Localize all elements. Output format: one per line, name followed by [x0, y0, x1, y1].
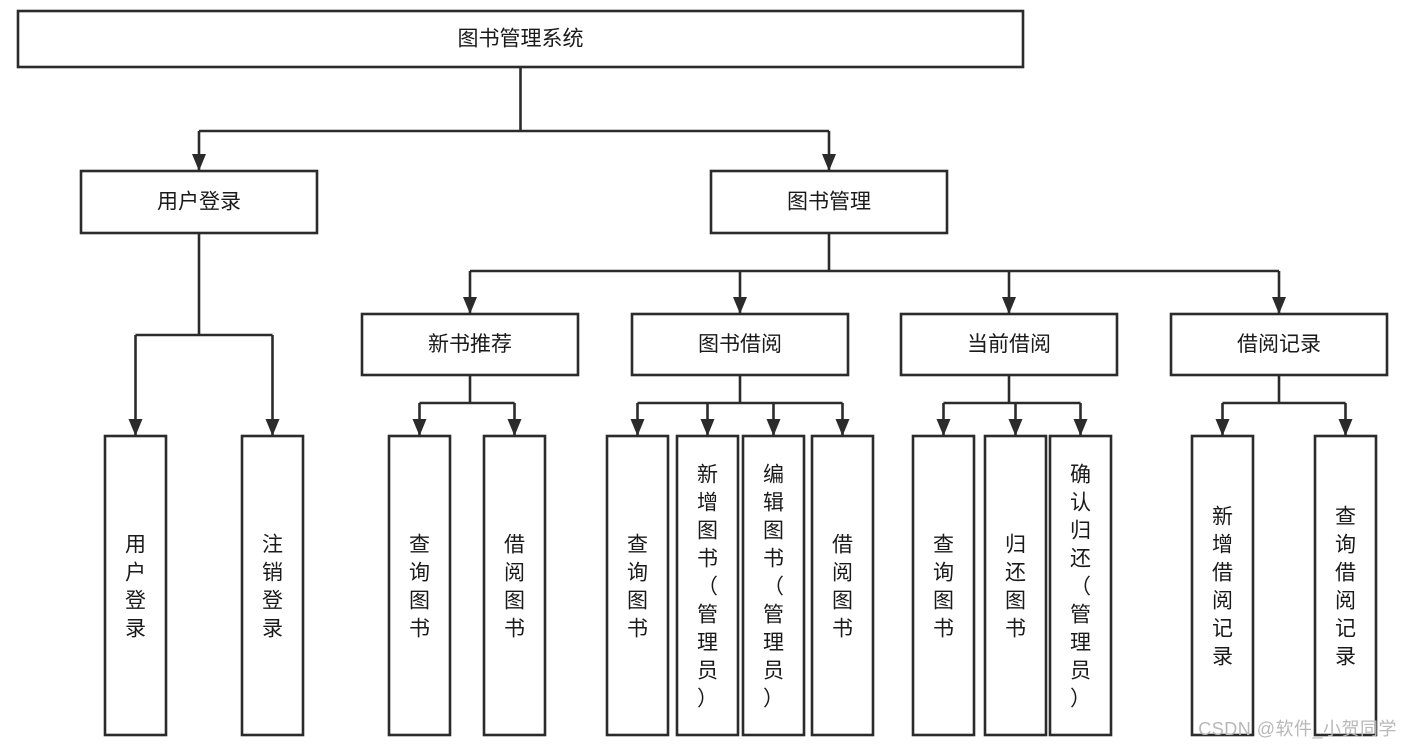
node-label-current-borrow: 当前借阅	[967, 333, 1051, 356]
arrow-head	[733, 297, 747, 314]
arrow-head	[835, 419, 850, 436]
node-label-book-manage: 图书管理	[787, 191, 871, 214]
node-box-leaf-logout	[240, 434, 305, 737]
edge-group-borrow-record	[1215, 375, 1353, 436]
arrow-head	[1338, 419, 1353, 436]
edge-layer	[128, 67, 1353, 436]
node-book-manage: 图书管理	[709, 169, 949, 235]
node-box-book-borrow	[630, 312, 850, 377]
node-leaf-return-book: 归还图书	[983, 434, 1048, 737]
node-box-current-borrow	[899, 312, 1119, 377]
node-leaf-query-book-2: 查询图书	[605, 434, 670, 737]
node-label-root: 图书管理系统	[458, 28, 584, 51]
node-label-borrow-record: 借阅记录	[1237, 333, 1321, 356]
arrow-head	[1002, 297, 1016, 314]
node-user-login: 用户登录	[79, 169, 319, 235]
node-leaf-borrow-book-2: 借阅图书	[810, 434, 875, 737]
node-box-book-manage	[709, 169, 949, 235]
arrow-head	[936, 419, 951, 436]
node-leaf-logout: 注销登录	[240, 434, 305, 737]
edge-group-user-login	[128, 233, 280, 436]
edge-group-book-borrow	[630, 375, 850, 436]
node-box-leaf-query-borrow-record	[1313, 434, 1378, 737]
node-layer: 图书管理系统用户登录图书管理新书推荐图书借阅当前借阅借阅记录用户登录注销登录查询…	[16, 9, 1389, 737]
node-label-leaf-borrow-book-1: 借阅图书	[504, 533, 525, 640]
node-label-leaf-logout: 注销登录	[262, 533, 283, 640]
node-label-leaf-confirm-return-admin: 确认归还（管理员）	[1070, 463, 1091, 710]
arrow-head	[1073, 419, 1088, 436]
node-borrow-record: 借阅记录	[1169, 312, 1389, 377]
node-box-root	[16, 9, 1025, 69]
node-leaf-confirm-return-admin: 确认归还（管理员）	[1048, 434, 1113, 737]
node-box-leaf-user-login	[103, 434, 168, 737]
node-label-leaf-add-book-admin: 新增图书（管理员）	[697, 463, 718, 710]
node-leaf-add-borrow-record: 新增借阅记录	[1190, 434, 1255, 737]
arrow-head	[192, 154, 206, 171]
node-label-user-login: 用户登录	[157, 191, 241, 214]
node-box-leaf-add-borrow-record	[1190, 434, 1255, 737]
node-label-leaf-query-book-1: 查询图书	[409, 533, 430, 640]
node-label-book-borrow: 图书借阅	[698, 333, 782, 356]
arrow-head	[412, 419, 427, 436]
arrow-head	[463, 297, 477, 314]
arrow-head	[507, 419, 522, 436]
node-root: 图书管理系统	[16, 9, 1025, 69]
node-box-leaf-query-book-2	[605, 434, 670, 737]
arrow-head	[128, 419, 143, 436]
edge-group-current-borrow	[936, 375, 1088, 436]
arrow-head	[1272, 297, 1286, 314]
node-leaf-borrow-book-1: 借阅图书	[482, 434, 547, 737]
node-box-new-book-recommend	[360, 312, 580, 377]
node-leaf-user-login: 用户登录	[103, 434, 168, 737]
node-box-leaf-confirm-return-admin	[1048, 434, 1113, 737]
node-current-borrow: 当前借阅	[899, 312, 1119, 377]
node-label-leaf-add-borrow-record: 新增借阅记录	[1212, 505, 1233, 668]
arrow-head	[630, 419, 645, 436]
node-leaf-edit-book-admin: 编辑图书（管理员）	[741, 434, 806, 737]
arrow-head	[265, 419, 280, 436]
node-book-borrow: 图书借阅	[630, 312, 850, 377]
arrow-head	[1008, 419, 1023, 436]
arrow-head	[1215, 419, 1230, 436]
node-label-leaf-return-book: 归还图书	[1005, 533, 1026, 640]
node-label-leaf-borrow-book-2: 借阅图书	[832, 533, 853, 640]
node-leaf-query-book-1: 查询图书	[387, 434, 452, 737]
node-label-leaf-query-borrow-record: 查询借阅记录	[1335, 505, 1356, 668]
node-box-leaf-query-book-3	[911, 434, 976, 737]
arrow-head	[822, 154, 836, 171]
node-label-leaf-query-book-3: 查询图书	[933, 533, 954, 640]
node-box-leaf-add-book-admin	[675, 434, 740, 737]
node-box-leaf-borrow-book-1	[482, 434, 547, 737]
node-box-user-login	[79, 169, 319, 235]
node-box-leaf-return-book	[983, 434, 1048, 737]
edge-group-book-manage	[463, 233, 1286, 314]
node-label-leaf-user-login: 用户登录	[125, 533, 146, 640]
node-box-leaf-borrow-book-2	[810, 434, 875, 737]
arrow-head	[766, 419, 781, 436]
node-box-leaf-query-book-1	[387, 434, 452, 737]
node-label-leaf-query-book-2: 查询图书	[627, 533, 648, 640]
node-leaf-add-book-admin: 新增图书（管理员）	[675, 434, 740, 737]
node-label-leaf-edit-book-admin: 编辑图书（管理员）	[763, 463, 784, 710]
node-box-borrow-record	[1169, 312, 1389, 377]
node-new-book-recommend: 新书推荐	[360, 312, 580, 377]
edge-group-root	[192, 67, 836, 171]
edge-group-new-book-recommend	[412, 375, 522, 436]
arrow-head	[700, 419, 715, 436]
node-box-leaf-edit-book-admin	[741, 434, 806, 737]
node-label-new-book-recommend: 新书推荐	[428, 333, 512, 356]
node-leaf-query-borrow-record: 查询借阅记录	[1313, 434, 1378, 737]
node-leaf-query-book-3: 查询图书	[911, 434, 976, 737]
